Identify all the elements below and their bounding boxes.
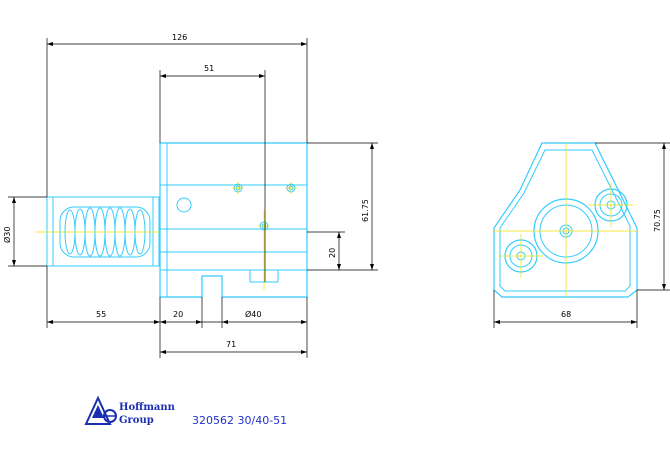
- dim-height-right: 61.75: [361, 199, 370, 222]
- side-view: [46, 142, 308, 298]
- dim-front-width: 68: [561, 310, 571, 319]
- dim-shoulder: 20: [173, 310, 183, 319]
- dim-overall-length: 126: [172, 33, 187, 42]
- front-view-dimensions: 68 70.75: [493, 142, 670, 328]
- dim-bore-diameter: Ø40: [245, 309, 261, 319]
- head-body: [159, 142, 308, 298]
- logo-line1: Hoffmann: [119, 402, 176, 413]
- dim-body-length: 71: [226, 340, 236, 349]
- side-view-dimensions: 126 51 61.75 20 Ø30: [2, 33, 378, 358]
- hole-icon: [176, 197, 192, 213]
- side-view-centerlines: [35, 182, 297, 290]
- part-number: 320562 30/40-51: [192, 414, 287, 427]
- dim-front-height: 70.75: [653, 209, 662, 232]
- dim-shank-diameter: Ø30: [2, 227, 12, 243]
- dim-shank-length: 55: [96, 310, 106, 319]
- dim-head-length: 51: [204, 64, 214, 73]
- logo-line2: Group: [119, 415, 154, 426]
- front-view-centerlines: [494, 143, 637, 297]
- shank-body: [46, 196, 160, 267]
- logo-mark-icon: [84, 395, 117, 425]
- brand-logo: Hoffmann Group: [84, 395, 176, 426]
- front-body: [493, 142, 638, 298]
- dim-offset-height: 20: [328, 248, 337, 258]
- front-view: [493, 142, 638, 298]
